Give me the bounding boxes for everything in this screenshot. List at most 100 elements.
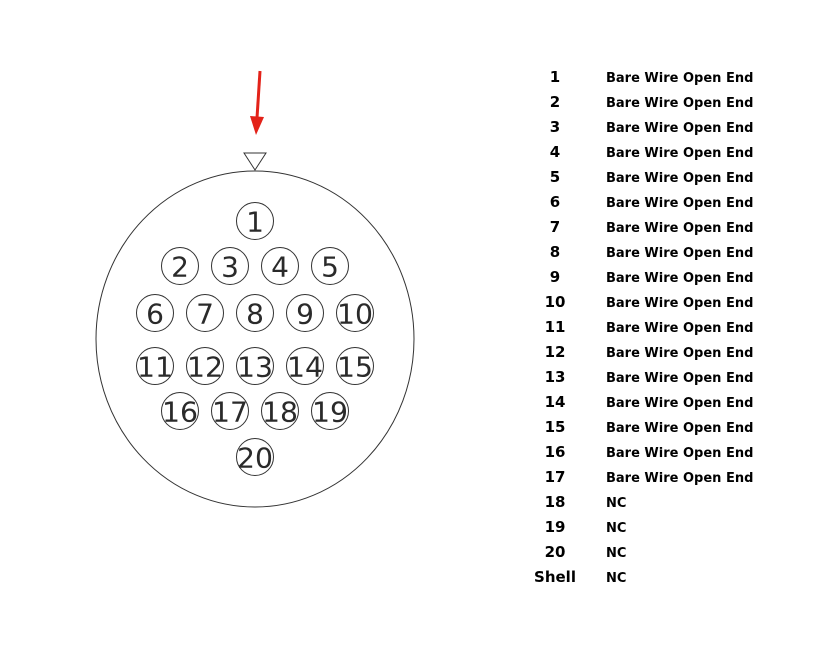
pin-description: Bare Wire Open End: [606, 296, 754, 311]
pin-label: 18: [262, 396, 298, 429]
pin-label: 5: [321, 251, 339, 284]
pin-description: Bare Wire Open End: [606, 421, 754, 436]
pin-description: NC: [606, 521, 627, 536]
pin-description: Bare Wire Open End: [606, 221, 754, 236]
pin-ring: [236, 347, 274, 385]
pin-10: 10: [336, 294, 374, 332]
pin-number: 3: [549, 118, 561, 136]
pin-ring: [211, 392, 249, 430]
pin-label: 10: [337, 298, 373, 331]
pin-description: Bare Wire Open End: [606, 146, 754, 161]
pin-description: Bare Wire Open End: [606, 371, 754, 386]
pin-ring: [286, 347, 324, 385]
pinout-row: 15 Bare Wire Open End: [530, 416, 790, 441]
pin-description: Bare Wire Open End: [606, 71, 754, 86]
pin-label: 17: [212, 396, 248, 429]
pinout-row: 14 Bare Wire Open End: [530, 391, 790, 416]
pin-number: 2: [549, 93, 561, 111]
triangle-key-icon: [243, 152, 267, 171]
pin-ring: [236, 202, 274, 240]
pin-label: 2: [171, 251, 189, 284]
pin-label: 12: [187, 351, 223, 384]
pinout-row: 6 Bare Wire Open End: [530, 191, 790, 216]
pin-description: Bare Wire Open End: [606, 446, 754, 461]
pin-number: 13: [544, 368, 566, 386]
pin-label: 8: [246, 298, 264, 331]
pinout-row: 5 Bare Wire Open End: [530, 166, 790, 191]
pin-number: 12: [544, 343, 566, 361]
pin-description: Bare Wire Open End: [606, 321, 754, 336]
orientation-arrow-icon: [250, 70, 264, 135]
pin-number: 4: [549, 143, 561, 161]
pinout-row: 7 Bare Wire Open End: [530, 216, 790, 241]
pin-12: 12: [186, 347, 224, 385]
pin-description: Bare Wire Open End: [606, 121, 754, 136]
pin-description: Bare Wire Open End: [606, 471, 754, 486]
pin-ring: [161, 392, 199, 430]
pin-ring: [261, 392, 299, 430]
pin-label: 16: [162, 396, 198, 429]
pin-label: 3: [221, 251, 239, 284]
pinout-row: 16 Bare Wire Open End: [530, 441, 790, 466]
connector-body: [95, 170, 415, 508]
pin-15: 15: [336, 347, 374, 385]
pin-description: Bare Wire Open End: [606, 271, 754, 286]
pin-number: 18: [544, 493, 566, 511]
pin-17: 17: [211, 392, 249, 430]
pin-13: 13: [236, 347, 274, 385]
pin-label: 4: [271, 251, 289, 284]
pin-4: 4: [261, 247, 299, 285]
pin-ring: [336, 294, 374, 332]
pin-ring: [136, 347, 174, 385]
pin-ring: [186, 347, 224, 385]
pin-label: 19: [312, 396, 348, 429]
pin-3: 3: [211, 247, 249, 285]
pinout-row: 19 NC: [530, 516, 790, 541]
pinout-row: 3 Bare Wire Open End: [530, 116, 790, 141]
pin-number: 5: [549, 168, 561, 186]
pin-ring: [261, 247, 299, 285]
pin-6: 6: [136, 294, 174, 332]
pin-number: 14: [544, 393, 566, 411]
pin-number: 7: [549, 218, 561, 236]
pin-9: 9: [286, 294, 324, 332]
pin-1: 1: [236, 202, 274, 240]
pin-16: 16: [161, 392, 199, 430]
pin-label: 14: [287, 351, 323, 384]
pinout-row: 4 Bare Wire Open End: [530, 141, 790, 166]
pin-description: NC: [606, 571, 627, 586]
pin-description: Bare Wire Open End: [606, 96, 754, 111]
pin-ring: [336, 347, 374, 385]
pin-description: Bare Wire Open End: [606, 171, 754, 186]
pin-number: 10: [544, 293, 566, 311]
pin-5: 5: [311, 247, 349, 285]
pin-20: 20: [236, 438, 274, 476]
pin-number: 8: [549, 243, 561, 261]
pin-19: 19: [311, 392, 349, 430]
pin-label: 20: [237, 442, 273, 475]
pin-label: 6: [146, 298, 164, 331]
pin-label: 11: [137, 351, 173, 384]
pin-number: 19: [544, 518, 566, 536]
pin-label: 1: [246, 206, 264, 239]
pin-ring: [211, 247, 249, 285]
pin-description: Bare Wire Open End: [606, 196, 754, 211]
pin-ring: [161, 247, 199, 285]
pinout-row: 2 Bare Wire Open End: [530, 91, 790, 116]
pin-number: 6: [549, 193, 561, 211]
pin-description: Bare Wire Open End: [606, 396, 754, 411]
pin-11: 11: [136, 347, 174, 385]
pin-ring: [236, 438, 274, 476]
pin-number: 15: [544, 418, 566, 436]
pin-14: 14: [286, 347, 324, 385]
pin-ring: [136, 294, 174, 332]
pin-ring: [236, 294, 274, 332]
pin-number: 16: [544, 443, 566, 461]
